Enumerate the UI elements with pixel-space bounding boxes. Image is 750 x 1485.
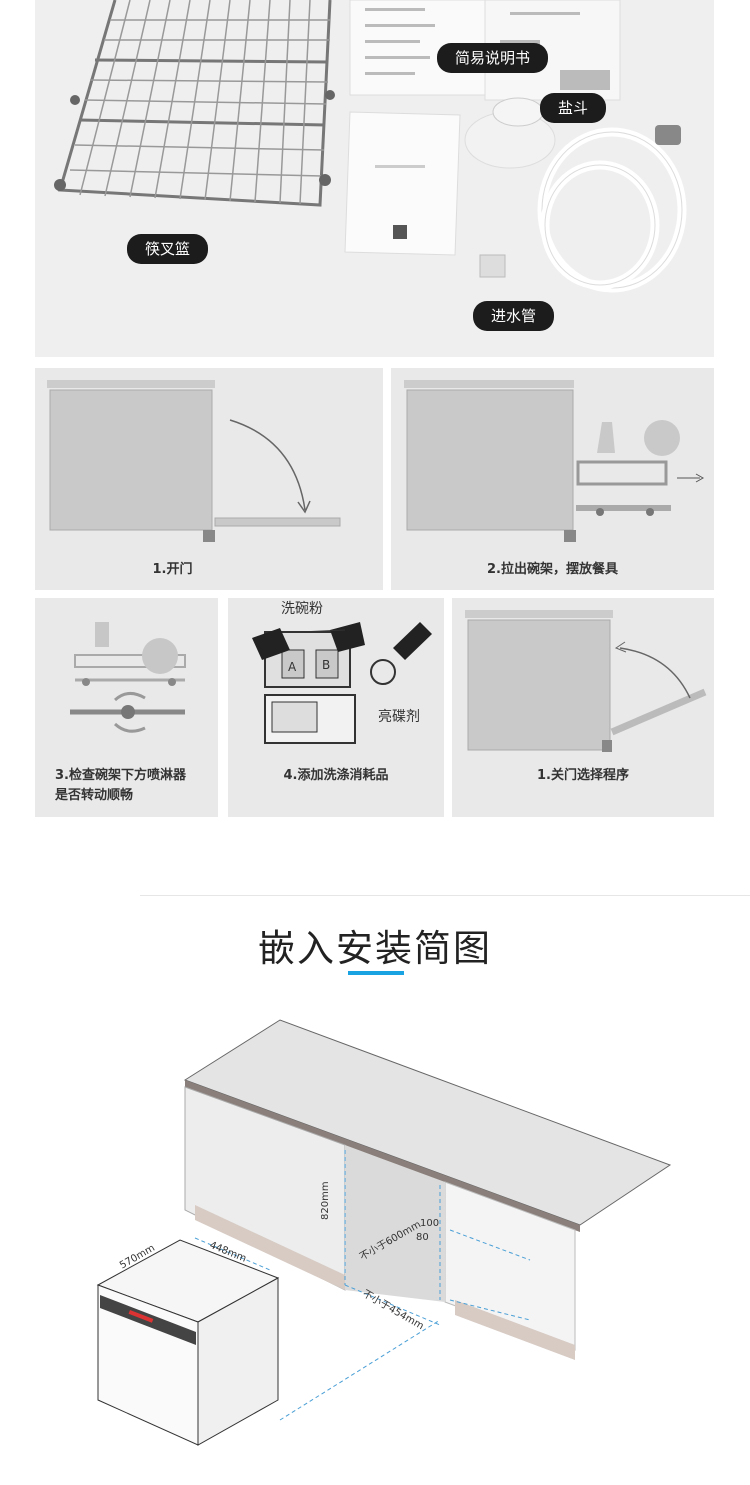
detergent-label: 洗碗粉 — [281, 601, 323, 617]
step-1-caption: 1.开门 — [152, 562, 193, 577]
label-inlet-hose: 进水管 — [473, 301, 555, 331]
step-3-caption-line2: 是否转动顺畅 — [55, 788, 134, 803]
section-divider — [140, 895, 750, 896]
rinse-aid-label: 亮碟剂 — [378, 709, 420, 725]
step-4-caption: 4.添加洗涤消耗品 — [283, 768, 389, 783]
accessories-illustration — [54, 0, 687, 293]
compartment-b-label: B — [322, 658, 331, 672]
step-2-caption: 2.拉出碗架，摆放餐具 — [487, 562, 618, 577]
detergent-diagram — [252, 622, 432, 744]
step-5-caption: 1.关门选择程序 — [537, 768, 629, 783]
sprayer-diagram — [70, 622, 186, 733]
label-salt-funnel: 盐斗 — [540, 93, 607, 123]
compartment-a-label: A — [288, 660, 297, 674]
step-3-caption-line1: 3.检查碗架下方喷淋器 — [55, 768, 186, 783]
dim-gap-100: 100 — [420, 1218, 440, 1229]
open-door-diagram — [47, 380, 341, 542]
dim-height: 820mm — [320, 1181, 331, 1220]
dim-gap-80: 80 — [416, 1232, 429, 1243]
pull-rack-diagram — [404, 380, 705, 542]
installation-title: 嵌入安装简图 — [258, 927, 492, 970]
close-door-diagram — [465, 610, 707, 752]
label-cutlery-basket: 筷叉篮 — [127, 234, 209, 264]
title-underline — [348, 971, 404, 975]
label-manual: 简易说明书 — [437, 43, 549, 73]
